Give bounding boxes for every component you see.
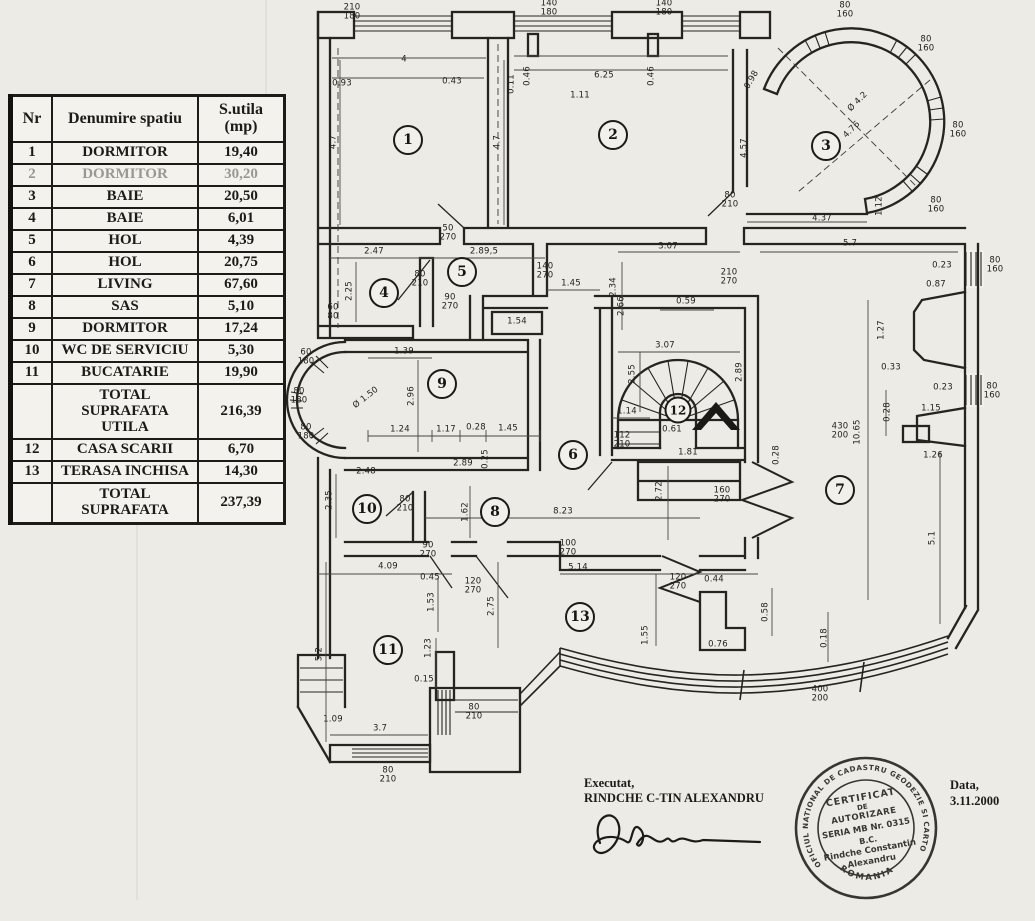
cell-nr: 9 bbox=[9, 317, 53, 341]
header-area: S.utila (mp) bbox=[197, 94, 286, 143]
cell-area: 19,90 bbox=[197, 361, 286, 385]
cell-name: SAS bbox=[51, 295, 199, 319]
cell-name: BAIE bbox=[51, 185, 199, 209]
stair-treads bbox=[618, 360, 735, 445]
cell-name: HOL bbox=[51, 229, 199, 253]
window-backgrounds bbox=[960, 250, 984, 407]
header-nr: Nr bbox=[9, 94, 53, 143]
cell-nr: 2 bbox=[9, 163, 53, 187]
cell-name: WC DE SERVICIU bbox=[51, 339, 199, 363]
cell-name: DORMITOR bbox=[51, 317, 199, 341]
cell-nr bbox=[9, 382, 53, 441]
cell-area: 67,60 bbox=[197, 273, 286, 297]
stair-direction-arrow bbox=[692, 402, 740, 430]
cell-area: 216,39 bbox=[197, 382, 286, 441]
cell-area: 14,30 bbox=[197, 460, 286, 485]
terrace-glazing bbox=[519, 635, 949, 707]
cell-nr: 10 bbox=[9, 339, 53, 363]
window-hatches bbox=[289, 15, 982, 758]
cell-name: TOTAL SUPRAFATA UTILA bbox=[51, 382, 199, 441]
fold-crease-left bbox=[136, 330, 138, 900]
cell-name: TOTAL SUPRAFATA bbox=[51, 482, 199, 525]
cell-area: 5,10 bbox=[197, 295, 286, 319]
cell-area: 19,40 bbox=[197, 141, 286, 165]
cell-area: 30,20 bbox=[197, 163, 286, 187]
fold-crease-top bbox=[265, 0, 267, 170]
signature bbox=[592, 814, 762, 854]
cell-name: BAIE bbox=[51, 207, 199, 231]
cell-area: 237,39 bbox=[197, 482, 286, 525]
cell-nr: 7 bbox=[9, 273, 53, 297]
cell-area: 6,01 bbox=[197, 207, 286, 231]
cell-nr: 5 bbox=[9, 229, 53, 253]
cell-nr bbox=[9, 482, 53, 525]
executat-label: Executat, bbox=[584, 776, 635, 790]
executat-block: Executat, RINDCHE C-TIN ALEXANDRU bbox=[584, 776, 764, 806]
cell-name: TERASA INCHISA bbox=[51, 460, 199, 485]
cell-nr: 3 bbox=[9, 185, 53, 209]
cell-nr: 1 bbox=[9, 141, 53, 165]
cell-name: DORMITOR bbox=[51, 163, 199, 187]
certification-stamp: OFICIUL NATIONAL DE CADASTRU GEODEZIE SI… bbox=[773, 735, 958, 920]
cell-nr: 8 bbox=[9, 295, 53, 319]
cell-name: LIVING bbox=[51, 273, 199, 297]
header-name: Denumire spatiu bbox=[51, 94, 199, 143]
cell-name: BUCATARIE bbox=[51, 361, 199, 385]
dashed-axes bbox=[337, 44, 931, 328]
cell-area: 17,24 bbox=[197, 317, 286, 341]
cell-nr: 12 bbox=[9, 438, 53, 463]
cell-nr: 11 bbox=[9, 361, 53, 385]
executat-name: RINDCHE C-TIN ALEXANDRU bbox=[584, 791, 764, 805]
cell-name: CASA SCARII bbox=[51, 438, 199, 463]
cell-nr: 4 bbox=[9, 207, 53, 231]
scanned-floor-plan-page: { "table": { "headers": { "nr": "Nr", "n… bbox=[8, 0, 1004, 900]
dimension-lines bbox=[318, 55, 958, 742]
cell-area: 5,30 bbox=[197, 339, 286, 363]
cell-nr: 13 bbox=[9, 460, 53, 485]
cell-name: HOL bbox=[51, 251, 199, 275]
date-block: Data, 3.11.2000 bbox=[950, 778, 999, 809]
double-door-zigzags bbox=[657, 461, 795, 603]
cell-area: 20,75 bbox=[197, 251, 286, 275]
date-value: 3.11.2000 bbox=[950, 793, 1000, 808]
cell-area: 6,70 bbox=[197, 438, 286, 463]
cell-area: 4,39 bbox=[197, 229, 286, 253]
floor-plan-drawing bbox=[285, 10, 984, 774]
cell-nr: 6 bbox=[9, 251, 53, 275]
walls-layer bbox=[285, 10, 980, 774]
cell-name: DORMITOR bbox=[51, 141, 199, 165]
table-header-row: Nr Denumire spatiu S.utila (mp) bbox=[9, 94, 286, 143]
door-swings bbox=[385, 191, 734, 599]
stamp-rings: OFICIUL NATIONAL DE CADASTRU GEODEZIE SI… bbox=[773, 735, 938, 900]
date-label: Data, bbox=[950, 778, 979, 792]
cell-area: 20,50 bbox=[197, 185, 286, 209]
